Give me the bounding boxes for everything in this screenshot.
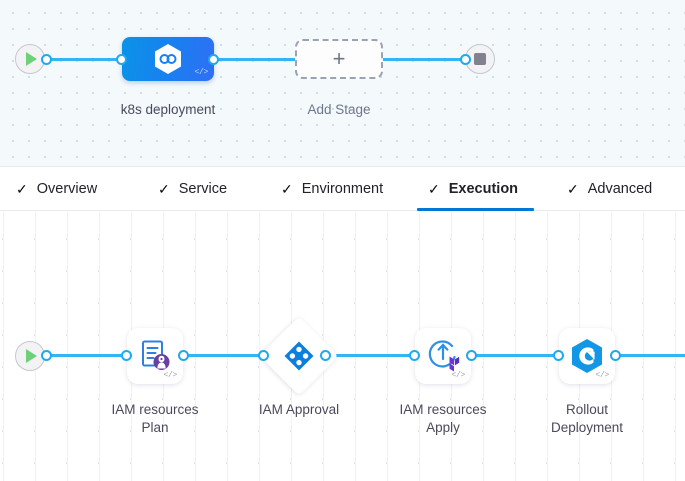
step-port-approval-out[interactable] <box>320 350 331 361</box>
step-code-badge: </> <box>163 371 177 380</box>
add-stage-node[interactable]: + <box>295 39 383 79</box>
step-node-rollout-deployment[interactable]: </> <box>559 328 615 384</box>
terraform-plan-icon <box>142 340 170 370</box>
tab-overview-label: Overview <box>36 181 98 197</box>
step-port-approval-left[interactable] <box>258 350 269 361</box>
stage-node-port-right[interactable] <box>208 54 219 65</box>
link-approval-to-apply <box>324 354 424 357</box>
tab-advanced-label: Advanced <box>587 181 653 197</box>
step-label-line1: Rollout <box>565 402 609 417</box>
link-apply-to-rollout <box>476 354 568 357</box>
execution-start-node[interactable] <box>15 341 45 371</box>
link-start-to-stage <box>36 58 130 61</box>
stage-node-k8s-deployment[interactable]: </> <box>122 37 214 81</box>
rollout-deployment-icon <box>572 339 602 373</box>
check-icon: ✓ <box>16 181 28 197</box>
step-code-badge: </> <box>451 371 465 380</box>
step-node-iam-resources-plan[interactable]: </> <box>127 328 183 384</box>
check-icon: ✓ <box>428 181 440 197</box>
check-icon: ✓ <box>281 181 293 197</box>
pipeline-start-node[interactable] <box>15 44 45 74</box>
tab-environment[interactable]: ✓ Environment <box>281 167 383 211</box>
stage-tabs: ✓ Overview ✓ Service ✓ Environment ✓ Exe… <box>0 166 685 211</box>
step-label-line1: IAM resources <box>111 402 199 417</box>
step-label-line2: Apply <box>426 420 460 435</box>
step-code-badge: </> <box>595 371 609 380</box>
step-port-plan-left[interactable] <box>121 350 132 361</box>
check-icon: ✓ <box>567 181 579 197</box>
plus-icon: + <box>332 46 346 71</box>
harness-approval-icon <box>284 341 314 371</box>
end-node-port[interactable] <box>460 54 471 65</box>
tab-overview[interactable]: ✓ Overview <box>16 167 97 211</box>
tab-service-label: Service <box>178 181 228 197</box>
step-label-rollout-deployment: Rollout Deployment <box>517 401 657 437</box>
link-plan-to-approval <box>188 354 273 357</box>
stage-node-label: k8s deployment <box>120 102 216 117</box>
active-tab-indicator <box>417 208 534 211</box>
step-port-apply-right[interactable] <box>466 350 477 361</box>
kubernetes-deployment-icon <box>155 44 181 74</box>
stop-icon <box>474 53 486 65</box>
tab-execution[interactable]: ✓ Execution <box>428 167 518 211</box>
step-port-apply-left[interactable] <box>409 350 420 361</box>
step-node-iam-approval-icon-wrap <box>271 328 327 384</box>
play-icon <box>26 52 37 66</box>
play-icon <box>26 349 37 363</box>
link-rollout-to-next <box>620 354 685 357</box>
step-node-iam-resources-apply[interactable]: </> <box>415 328 471 384</box>
step-port-plan-right[interactable] <box>178 350 189 361</box>
link-addstage-to-end <box>376 58 468 61</box>
step-label-iam-approval: IAM Approval <box>229 401 369 419</box>
link-stage-to-addstage <box>212 58 304 61</box>
step-port-rollout-right[interactable] <box>610 350 621 361</box>
step-label-line2: Deployment <box>550 420 624 435</box>
execution-start-port[interactable] <box>41 350 52 361</box>
tab-environment-label: Environment <box>301 181 384 197</box>
tab-execution-label: Execution <box>448 181 519 197</box>
check-icon: ✓ <box>158 181 170 197</box>
execution-canvas[interactable]: </> IAM resources Plan <box>0 211 685 481</box>
stage-node-port-left[interactable] <box>116 54 127 65</box>
step-label-line2: Plan <box>141 420 169 435</box>
step-label-iam-resources-apply: IAM resources Apply <box>373 401 513 437</box>
step-port-rollout-left[interactable] <box>553 350 564 361</box>
start-node-port[interactable] <box>41 54 52 65</box>
link-start-to-plan <box>36 354 136 357</box>
terraform-apply-icon <box>428 340 460 372</box>
tab-service[interactable]: ✓ Service <box>158 167 227 211</box>
tab-advanced[interactable]: ✓ Advanced <box>567 167 652 211</box>
add-stage-label: Add Stage <box>307 102 371 117</box>
step-label-line1: IAM Approval <box>258 402 340 417</box>
stage-canvas[interactable]: </> k8s deployment + Add Stage <box>0 0 685 166</box>
step-label-iam-resources-plan: IAM resources Plan <box>85 401 225 437</box>
stage-code-badge: </> <box>194 68 208 77</box>
step-label-line1: IAM resources <box>399 402 487 417</box>
